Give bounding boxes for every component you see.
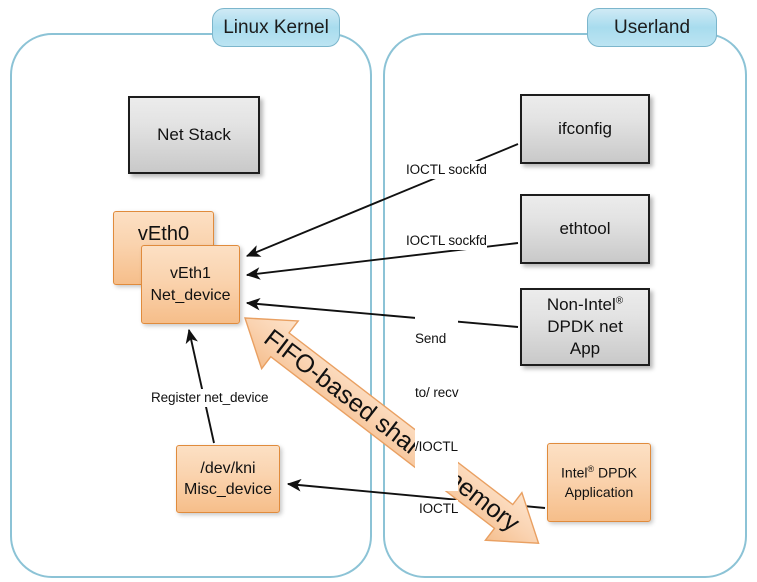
panel-title-linux-kernel: Linux Kernel (212, 8, 340, 47)
node-non-intel-line1: Non-Intel® (547, 294, 623, 316)
panel-userland (383, 33, 747, 578)
label-ioctl-sockfd-ifconfig: IOCTL sockfd (406, 161, 487, 179)
label-send-recv-ioctl: Send to/ recv /IOCTL (415, 294, 459, 492)
node-net-stack[interactable]: Net Stack (128, 96, 260, 174)
node-intel-dpdk-line1-suffix: DPDK (594, 465, 637, 482)
node-veth0-label: vEth0 (137, 223, 190, 245)
node-ethtool[interactable]: ethtool (520, 194, 650, 264)
node-intel-dpdk-line1-text: Intel (561, 465, 588, 482)
node-veth1-line2: Net_device (150, 286, 231, 304)
node-non-intel-line1-text: Non-Intel (546, 295, 616, 315)
connector-nonintel-to-veth1 (245, 297, 519, 328)
registered-trademark-icon: ® (615, 295, 624, 307)
label-ioctl-sockfd-ethtool: IOCTL sockfd (406, 232, 487, 250)
node-veth1-line1: vEth1 (170, 265, 211, 283)
fifo-arrow-shape (244, 317, 540, 544)
node-dev-kni[interactable]: /dev/kni Misc_device (176, 445, 280, 513)
panel-title-userland-label: Userland (613, 16, 691, 38)
fifo-arrow-label: FIFO-based shared memory (259, 324, 526, 538)
panel-title-userland: Userland (587, 8, 717, 47)
label-ioctl-misc-device: IOCTL (419, 500, 459, 518)
panel-linux-kernel (10, 33, 372, 578)
node-intel-dpdk-line2: Application (564, 483, 634, 500)
panel-title-linux-kernel-label: Linux Kernel (223, 16, 329, 38)
node-veth1[interactable]: vEth1 Net_device (141, 245, 240, 324)
node-intel-dpdk-line1: Intel® DPDK (561, 463, 637, 482)
label-send-recv-ioctl-line3: /IOCTL (415, 438, 458, 454)
node-dev-kni-line1: /dev/kni (200, 459, 256, 477)
node-non-intel-line2: DPDK net (547, 317, 623, 337)
node-ethtool-label: ethtool (559, 219, 611, 239)
label-send-recv-ioctl-line1: Send (415, 330, 447, 346)
node-intel-dpdk-application[interactable]: Intel® DPDK Application (547, 443, 651, 522)
label-register-net-device: Register net_device (151, 389, 269, 407)
node-ifconfig[interactable]: ifconfig (520, 94, 650, 164)
node-dev-kni-line2: Misc_device (183, 481, 273, 498)
label-send-recv-ioctl-line2: to/ recv (415, 384, 459, 400)
connector-devkni-to-veth1 (185, 328, 215, 444)
registered-trademark-icon-2: ® (587, 464, 595, 475)
node-ifconfig-label: ifconfig (558, 119, 612, 139)
node-non-intel-line3: App (569, 338, 601, 358)
node-non-intel-dpdk-net-app[interactable]: Non-Intel® DPDK net App (520, 288, 650, 366)
node-net-stack-label: Net Stack (157, 125, 231, 145)
